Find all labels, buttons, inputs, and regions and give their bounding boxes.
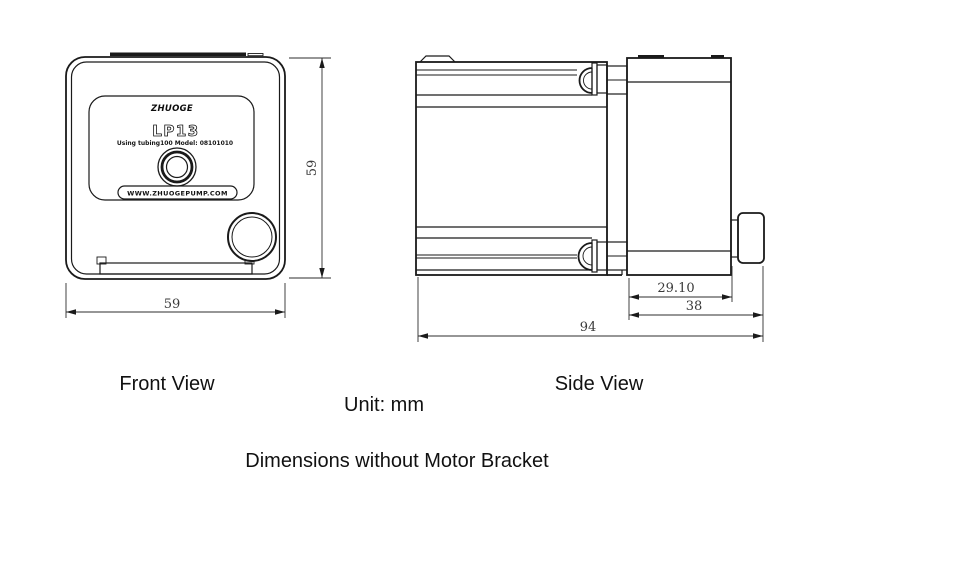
top-fitting-clamp — [591, 62, 598, 96]
website-text: WWW.ZHUOGEPUMP.COM — [127, 190, 228, 198]
website-banner — [117, 185, 238, 200]
top-tube-channel — [416, 62, 628, 108]
motor-body — [626, 55, 765, 276]
motor-shaft-dim-label: 38 — [686, 299, 703, 314]
front-height-dim-label: 59 — [305, 160, 320, 177]
outlet-port-circle-inner — [231, 216, 273, 258]
pump-head-outline — [415, 61, 608, 276]
base-tab-left — [96, 256, 107, 265]
shaft-connector — [730, 219, 739, 258]
unit-label: Unit: mm — [344, 394, 424, 416]
motor-length-dim-label: 29.10 — [657, 281, 694, 296]
front-top-strip — [110, 52, 246, 56]
model-text: LP13 — [152, 122, 199, 140]
front-width-dimension: 59 — [65, 283, 286, 318]
base-bar — [99, 262, 253, 275]
name-plate: ZHUOGE LP13 Using tubing100 Model: 08101… — [88, 95, 255, 201]
side-view-caption: Side View — [555, 373, 644, 395]
front-width-dim-label: 59 — [164, 297, 181, 312]
shaft-knob — [737, 212, 765, 264]
bracket-note: Dimensions without Motor Bracket — [245, 450, 549, 472]
motor-shaft-dimension: 38 — [629, 266, 764, 342]
head-top-bump — [419, 55, 456, 63]
plate-subtitle-text: Using tubing100 Model: 08101010 — [117, 140, 233, 147]
side-view-drawing: 29.10 38 94 — [415, 55, 765, 342]
front-height-dimension: 59 — [289, 57, 331, 279]
bottom-fitting-dome — [577, 242, 593, 271]
total-length-dim-label: 94 — [580, 320, 597, 335]
brand-logo-text: ZHUOGE — [150, 104, 193, 114]
bottom-fitting-clamp — [591, 239, 598, 273]
total-length-dimension: 94 — [417, 277, 763, 342]
front-view-caption: Front View — [119, 373, 215, 395]
motor-top-tick-right — [711, 55, 724, 59]
center-port-ring-outer — [157, 147, 197, 187]
center-port-ring-inner — [165, 155, 189, 179]
name-plate-outline — [88, 95, 255, 201]
pump-body-outer-outline — [65, 56, 286, 280]
motor-top-tick-left — [638, 55, 664, 59]
motor-length-dimension: 29.10 — [628, 266, 733, 320]
outlet-port-circle-outer — [227, 212, 277, 262]
top-fitting-dome — [578, 67, 593, 94]
motor-outline — [626, 57, 732, 276]
front-view-drawing: ZHUOGE LP13 Using tubing100 Model: 08101… — [65, 52, 331, 318]
center-port-ring-mid — [160, 150, 194, 184]
bottom-tube-channel — [416, 226, 628, 273]
front-top-strip-end — [247, 53, 264, 57]
